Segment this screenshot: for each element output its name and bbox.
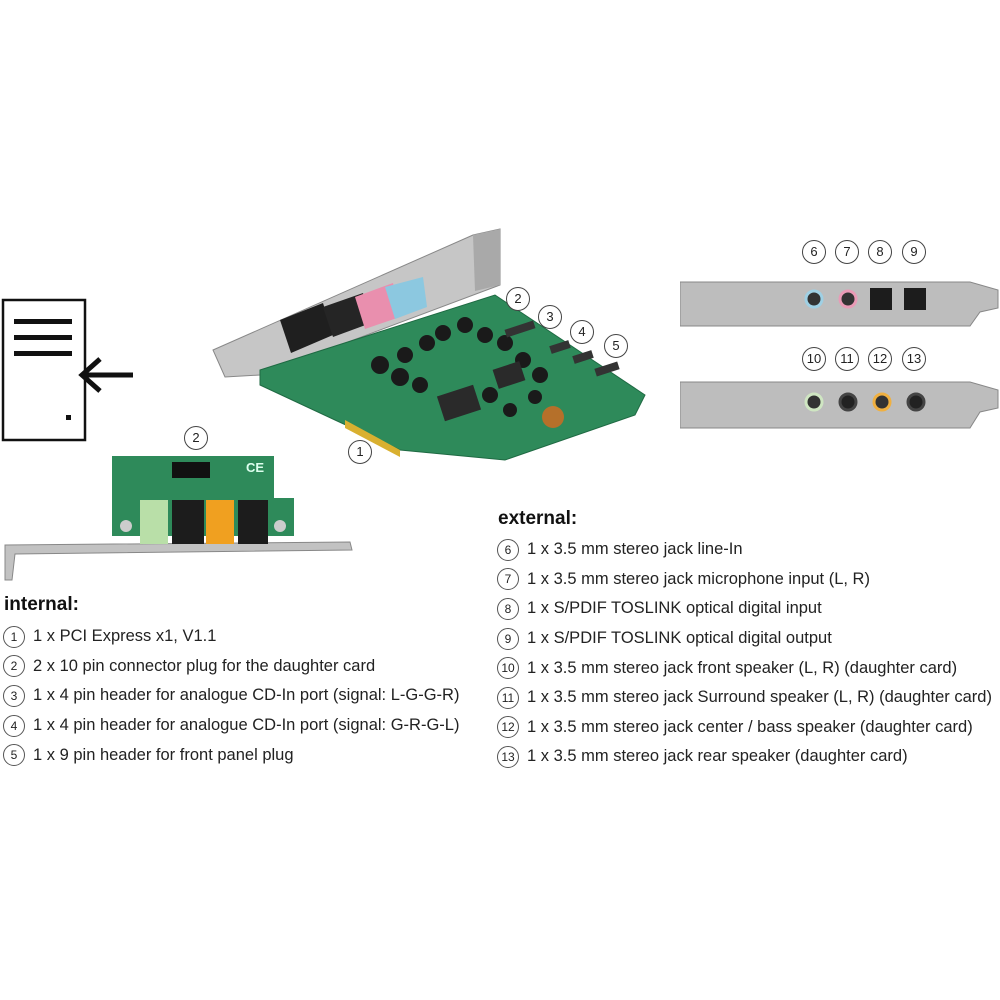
callout-10: 10 [802,347,826,371]
callout-13: 13 [902,347,926,371]
brackets-image [680,281,999,429]
callout-2-daughter: 2 [184,426,208,450]
callout-3: 3 [538,305,562,329]
manual-icon [1,298,133,442]
callout-1: 1 [348,440,372,464]
ce-mark: CE [246,460,264,475]
callout-8: 8 [868,240,892,264]
internal-title: internal: [4,594,79,615]
callout-2: 2 [506,287,530,311]
callout-11: 11 [835,347,859,371]
callout-9: 9 [902,240,926,264]
callout-5: 5 [604,334,628,358]
callout-12: 12 [868,347,892,371]
daughter-card-image: CE [4,456,353,581]
external-title: external: [498,508,578,529]
callout-4: 4 [570,320,594,344]
sound-card-image [212,228,646,461]
callout-7: 7 [835,240,859,264]
callout-6: 6 [802,240,826,264]
